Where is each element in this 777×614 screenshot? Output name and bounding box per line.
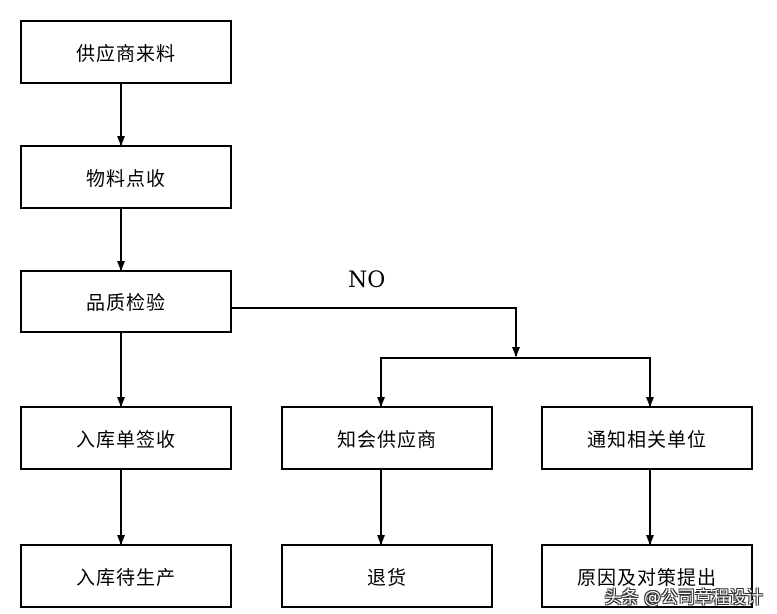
node-label: 退货 — [366, 566, 407, 589]
arrow-branch-to-notify-units — [516, 357, 654, 407]
node-notify-units: 通知相关单位 — [541, 406, 753, 470]
node-quality-inspection: 品质检验 — [20, 270, 232, 333]
node-label: 入库待生产 — [75, 566, 176, 589]
arrow-branch-to-notify-supplier — [377, 357, 516, 407]
node-stock-in-sign: 入库单签收 — [20, 406, 232, 470]
reject-branch-label: NO — [348, 268, 386, 293]
node-label: 入库单签收 — [75, 428, 176, 451]
node-label: 知会供应商 — [336, 428, 437, 451]
node-label: 品质检验 — [85, 292, 166, 314]
node-label: 供应商来料 — [75, 42, 176, 65]
node-material-count: 物料点收 — [20, 145, 232, 209]
node-label: 原因及对策提出 — [576, 566, 717, 589]
node-label: 物料点收 — [85, 167, 166, 190]
node-supplier-material: 供应商来料 — [20, 20, 232, 84]
node-cause-countermeasure: 原因及对策提出 — [541, 544, 753, 608]
arrow-qc-no-branch — [232, 307, 520, 357]
node-label: 通知相关单位 — [586, 428, 707, 451]
node-notify-supplier: 知会供应商 — [281, 406, 493, 470]
node-stock-in-production: 入库待生产 — [20, 544, 232, 608]
node-return-goods: 退货 — [281, 544, 493, 608]
watermark-text: 头条 @公司章程设计 — [604, 588, 763, 608]
